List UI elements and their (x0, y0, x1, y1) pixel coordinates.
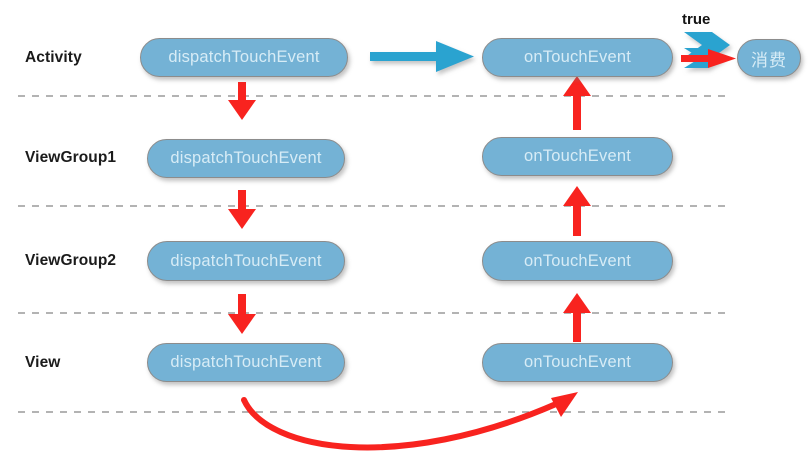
node-viewgroup2-dispatchtouchevent[interactable]: dispatchTouchEvent (147, 241, 345, 281)
node-viewgroup2-ontouchevent[interactable]: onTouchEvent (482, 241, 673, 281)
down-arrow-activity-to-viewgroup1 (228, 82, 256, 120)
row-label-view: View (25, 354, 61, 371)
handoff-arrow-dispatch-to-ontouch (370, 41, 474, 72)
true-branch-blue-arrow (684, 32, 730, 68)
down-arrow-viewgroup2-to-view (228, 294, 256, 334)
node-view-ontouchevent[interactable]: onTouchEvent (482, 343, 673, 382)
row-label-activity: Activity (25, 49, 82, 66)
up-arrow-viewgroup1-to-activity (563, 76, 591, 130)
down-arrow-viewgroup1-to-viewgroup2 (228, 190, 256, 229)
node-activity-ontouchevent[interactable]: onTouchEvent (482, 38, 673, 77)
node-consume[interactable]: 消费 (737, 39, 801, 77)
dispatch-down-arrows (228, 82, 256, 334)
ontouch-up-arrows (563, 76, 591, 342)
node-viewgroup1-ontouchevent[interactable]: onTouchEvent (482, 137, 673, 176)
row-label-viewgroup2: ViewGroup2 (25, 252, 117, 269)
true-condition-label: true (682, 11, 711, 28)
row-label-viewgroup1: ViewGroup1 (25, 149, 117, 166)
up-arrow-viewgroup2-to-viewgroup1 (563, 186, 591, 236)
consume-red-arrow (681, 49, 736, 68)
curved-arrow-view-dispatch-to-ontouch (241, 392, 578, 451)
node-view-dispatchtouchevent[interactable]: dispatchTouchEvent (147, 343, 345, 382)
node-viewgroup1-dispatchtouchevent[interactable]: dispatchTouchEvent (147, 139, 345, 178)
up-arrow-view-to-viewgroup2 (563, 293, 591, 342)
node-activity-dispatchtouchevent[interactable]: dispatchTouchEvent (140, 38, 348, 77)
